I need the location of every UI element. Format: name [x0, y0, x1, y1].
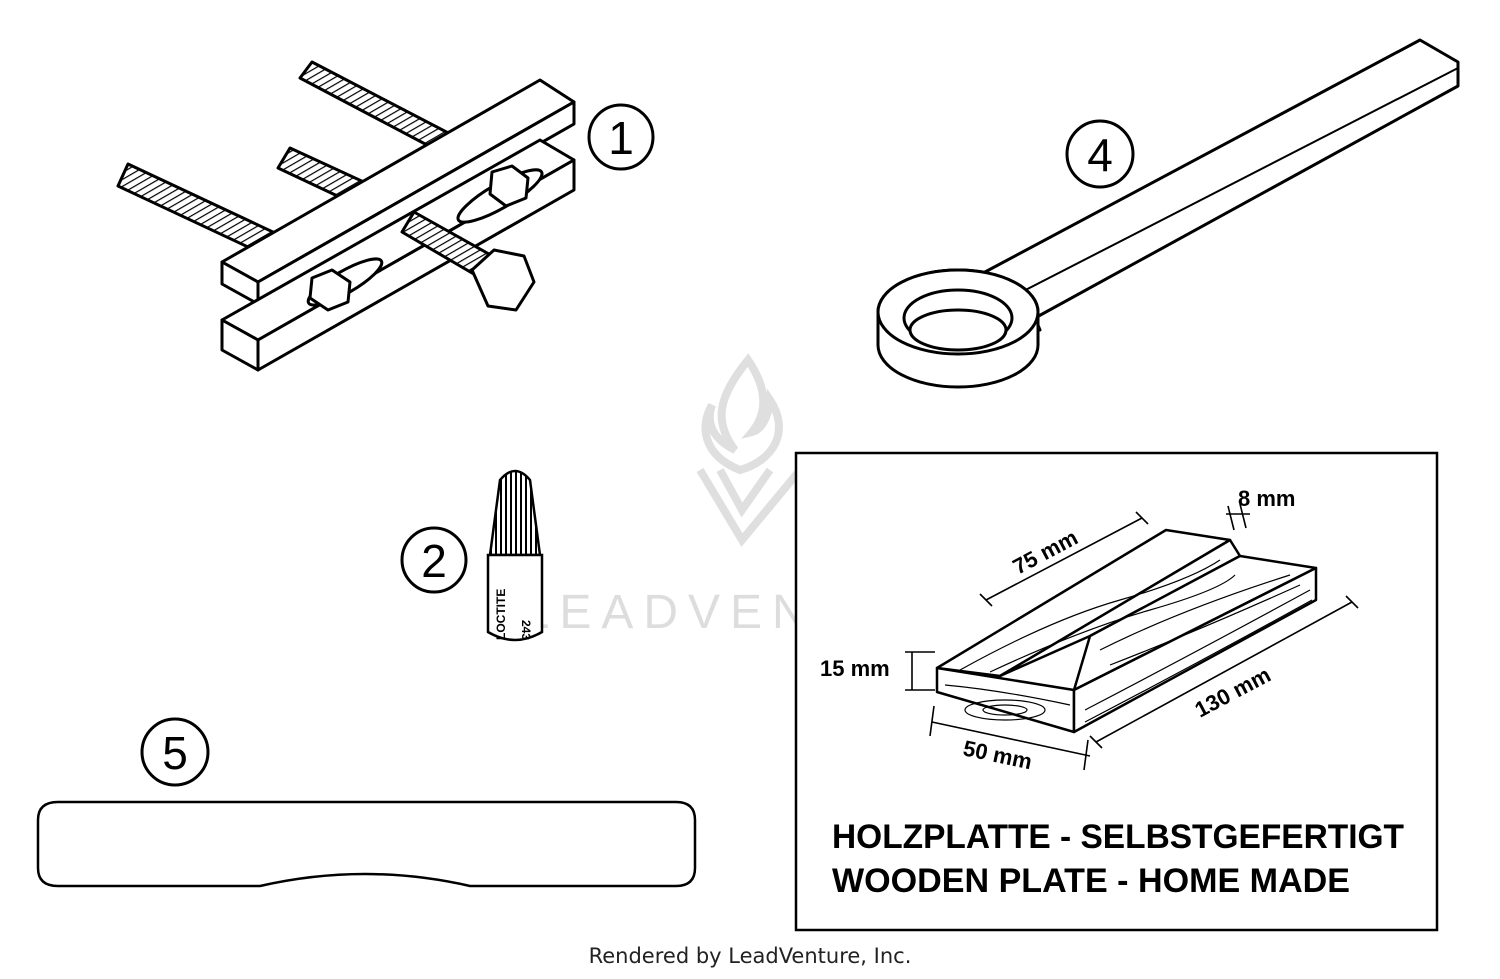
dim-label-slot-width: 8 mm: [1238, 486, 1295, 511]
dim-label-thickness: 15 mm: [820, 656, 890, 681]
dim-line-130: [1095, 601, 1353, 743]
bottle-cap: [488, 469, 542, 557]
callout-5: 5: [140, 717, 210, 787]
dim-line-50: [931, 721, 1091, 757]
callout-4: 4: [1065, 119, 1135, 189]
hex-nut-right: [488, 164, 530, 208]
block-side: [1072, 566, 1318, 734]
bottle-brand-label: LOCTITE: [494, 589, 508, 640]
ring-spanner-tool: [876, 38, 1460, 389]
bottle-number-label: 243: [519, 620, 533, 640]
svg-text:1: 1: [608, 112, 634, 164]
footer-credit: Rendered by LeadVenture, Inc.: [588, 944, 912, 968]
puller-tool: [116, 60, 576, 372]
callout-1: 1: [587, 103, 655, 171]
wooden-plate-panel: 75 mm 8 mm 15 mm 50 mm 130 mm HOLZPLATTE…: [794, 451, 1439, 932]
center-bolt-head: [470, 248, 536, 312]
dimension-lines: [905, 503, 1359, 771]
wooden-block: [935, 528, 1318, 734]
hex-nut-left: [308, 268, 352, 312]
loctite-bottle: LOCTITE 243: [486, 469, 544, 642]
spanner-ring-bore: [908, 308, 1008, 352]
svg-text:5: 5: [162, 727, 188, 779]
spanner-handle: [983, 38, 1460, 332]
flame-logo-icon: [696, 353, 804, 547]
svg-text:4: 4: [1087, 129, 1113, 181]
callout-2: 2: [400, 526, 468, 594]
flat-plate-tool: [36, 800, 697, 888]
svg-text:2: 2: [421, 535, 447, 587]
plate-title-de: HOLZPLATTE - SELBSTGEFERTIGT: [832, 818, 1404, 856]
wood-grain: [944, 559, 1313, 723]
plate-title-en: WOODEN PLATE - HOME MADE: [832, 862, 1350, 900]
dim-line-75: [985, 517, 1143, 601]
bottle-body: [486, 553, 544, 642]
